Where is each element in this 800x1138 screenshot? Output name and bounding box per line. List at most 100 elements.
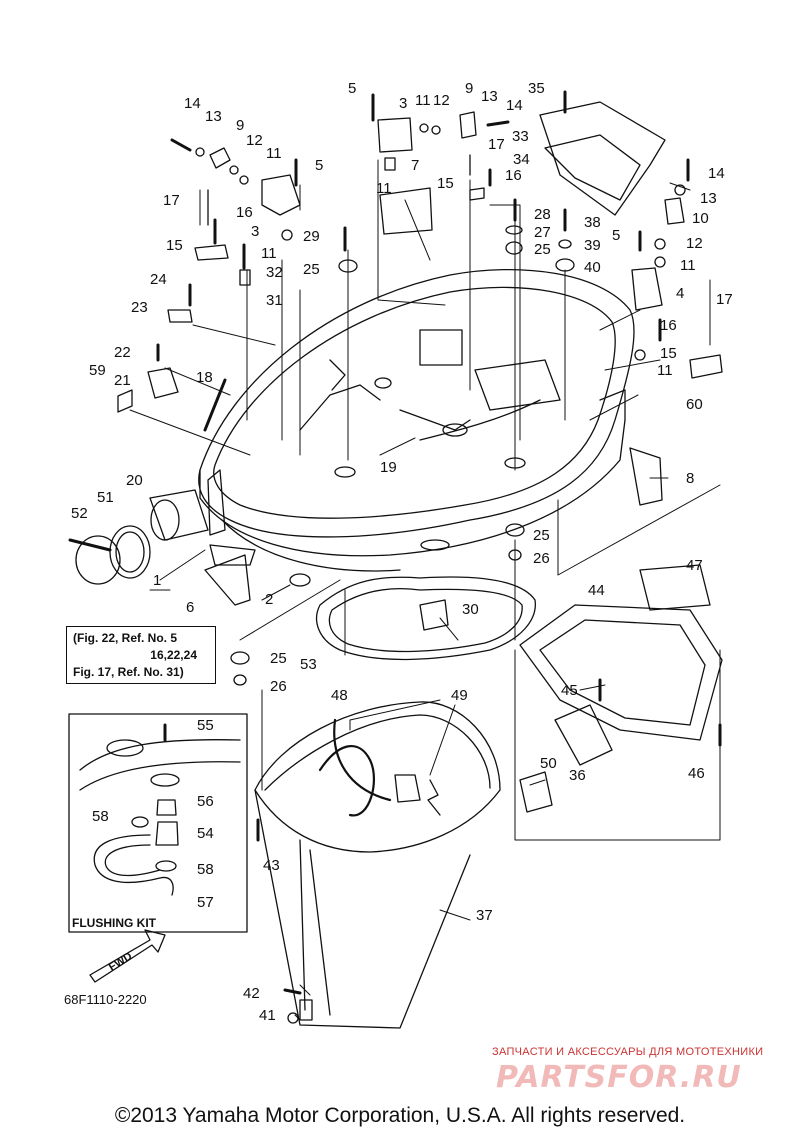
- callout-34: 34: [513, 151, 530, 168]
- callout-38: 38: [584, 214, 601, 231]
- callout-25: 25: [533, 527, 550, 544]
- callout-41: 41: [259, 1007, 276, 1024]
- callout-57: 57: [197, 894, 214, 911]
- callout-5: 5: [315, 157, 324, 174]
- reference-note-line3: Fig. 17, Ref. No. 31): [73, 665, 184, 679]
- callout-26: 26: [270, 678, 287, 695]
- callout-20: 20: [126, 472, 143, 489]
- callout-15: 15: [660, 345, 677, 362]
- callout-40: 40: [584, 259, 601, 276]
- callout-14: 14: [708, 165, 725, 182]
- callout-12: 12: [246, 132, 263, 149]
- callout-13: 13: [700, 190, 717, 207]
- callout-50: 50: [540, 755, 557, 772]
- callout-2: 2: [265, 591, 274, 608]
- callout-42: 42: [243, 985, 260, 1002]
- callout-51: 51: [97, 489, 114, 506]
- callout-8: 8: [686, 470, 695, 487]
- leader-lines: [129, 159, 721, 1021]
- callout-22: 22: [114, 344, 131, 361]
- callout-11: 11: [415, 92, 431, 109]
- callout-29: 29: [303, 228, 320, 245]
- callout-58: 58: [92, 808, 109, 825]
- callout-52: 52: [71, 505, 88, 522]
- callout-12: 12: [686, 235, 703, 252]
- callout-49: 49: [451, 687, 468, 704]
- callout-35: 35: [528, 80, 545, 97]
- lower-seal: [316, 564, 723, 813]
- callout-53: 53: [300, 656, 317, 673]
- callout-33: 33: [512, 128, 529, 145]
- callout-37: 37: [476, 907, 493, 924]
- callout-19: 19: [380, 459, 397, 476]
- callout-16: 16: [505, 167, 522, 184]
- callout-47: 47: [686, 557, 703, 574]
- watermark-tagline: ЗАПЧАСТИ И АКСЕССУАРЫ ДЛЯ МОТОТЕХНИКИ: [492, 1046, 764, 1058]
- callout-44: 44: [588, 582, 605, 599]
- callout-56: 56: [197, 793, 214, 810]
- callout-21: 21: [114, 372, 131, 389]
- reference-note: (Fig. 22, Ref. No. 5 16,22,24 Fig. 17, R…: [66, 626, 216, 684]
- flushing-kit-inset: [68, 713, 248, 933]
- diagram-code: 68F1110-2220: [64, 992, 147, 1007]
- callout-45: 45: [561, 682, 578, 699]
- callout-16: 16: [236, 204, 253, 221]
- reference-note-line2: 16,22,24: [150, 648, 197, 662]
- callout-3: 3: [399, 95, 408, 112]
- bottom-cowling-shell: [198, 268, 635, 572]
- callout-1: 1: [153, 572, 162, 589]
- callout-11: 11: [657, 362, 673, 379]
- callout-14: 14: [184, 95, 201, 112]
- callout-12: 12: [433, 92, 450, 109]
- callout-24: 24: [150, 271, 167, 288]
- callout-31: 31: [266, 292, 283, 309]
- callout-17: 17: [716, 291, 733, 308]
- callout-58: 58: [197, 861, 214, 878]
- callout-13: 13: [481, 88, 498, 105]
- callout-9: 9: [465, 80, 474, 97]
- callout-43: 43: [263, 857, 280, 874]
- callout-46: 46: [688, 765, 705, 782]
- callout-59: 59: [89, 362, 106, 379]
- callout-48: 48: [331, 687, 348, 704]
- callout-39: 39: [584, 237, 601, 254]
- callout-54: 54: [197, 825, 214, 842]
- callout-60: 60: [686, 396, 703, 413]
- watermark-logo: PARTSFOR.RU: [496, 1060, 742, 1095]
- callout-6: 6: [186, 599, 195, 616]
- lower-case: [254, 701, 501, 1029]
- callout-32: 32: [266, 264, 283, 281]
- reference-note-line1: (Fig. 22, Ref. No. 5: [73, 631, 178, 645]
- callout-23: 23: [131, 299, 148, 316]
- callout-11: 11: [376, 180, 392, 197]
- callout-11: 11: [266, 145, 282, 162]
- callout-17: 17: [488, 136, 505, 153]
- callout-5: 5: [348, 80, 357, 97]
- callout-15: 15: [166, 237, 183, 254]
- callout-5: 5: [612, 227, 621, 244]
- hardware-parts: [117, 90, 723, 536]
- callout-36: 36: [569, 767, 586, 784]
- callout-25: 25: [303, 261, 320, 278]
- fwd-arrow-icon: [89, 929, 166, 983]
- callout-25: 25: [270, 650, 287, 667]
- callout-9: 9: [236, 117, 245, 134]
- callout-11: 11: [261, 245, 277, 262]
- callout-25: 25: [534, 241, 551, 258]
- callout-4: 4: [676, 285, 685, 302]
- callout-27: 27: [534, 224, 551, 241]
- callout-11: 11: [680, 257, 696, 274]
- callout-16: 16: [660, 317, 677, 334]
- callout-28: 28: [534, 206, 551, 223]
- callout-18: 18: [196, 369, 213, 386]
- callout-3: 3: [251, 223, 260, 240]
- callout-14: 14: [506, 97, 523, 114]
- copyright-notice: ©2013 Yamaha Motor Corporation, U.S.A. A…: [114, 1104, 686, 1127]
- callout-55: 55: [197, 717, 214, 734]
- callout-13: 13: [205, 108, 222, 125]
- callout-26: 26: [533, 550, 550, 567]
- callout-17: 17: [163, 192, 180, 209]
- callout-15: 15: [437, 175, 454, 192]
